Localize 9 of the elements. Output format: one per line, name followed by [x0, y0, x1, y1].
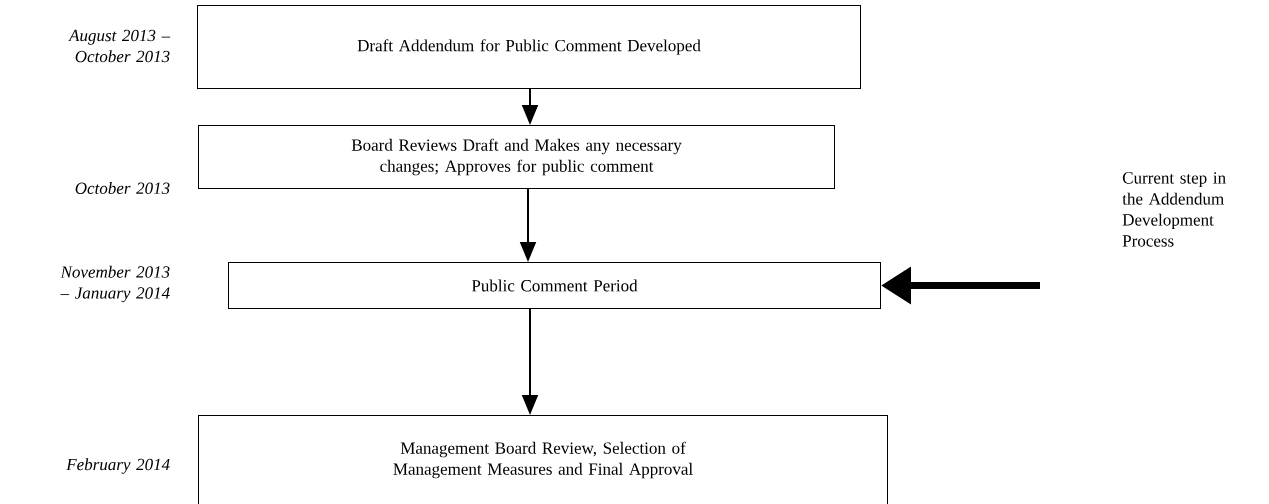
process-box: Management Board Review, Selection of Management Measures and Final Approval	[198, 415, 888, 504]
process-box: Public Comment Period	[228, 262, 881, 309]
note-text: Current step in the Addendum Development Process	[1122, 172, 1226, 247]
date-label: October 2013	[75, 182, 170, 194]
date-label: November 2013 – January 2014	[60, 265, 170, 303]
process-box: Draft Addendum for Public Comment Developed	[197, 5, 861, 89]
date-label: August 2013 – October 2013	[68, 29, 171, 63]
process-box: Board Reviews Draft and Makes any necessary changes; Approves for public comment	[198, 125, 835, 189]
date-label: February 2014	[66, 458, 170, 474]
